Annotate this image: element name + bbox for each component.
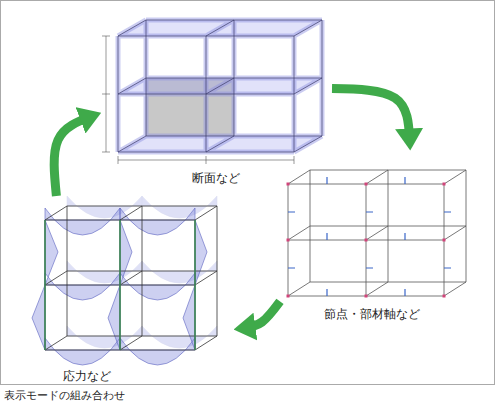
label-group: 節点・部材軸など (324, 306, 420, 322)
cycle-arrow (54, 116, 92, 196)
frame-line (288, 170, 466, 296)
illustration-panel: 節点・部材軸など (280, 150, 470, 322)
cycle-arrow (332, 89, 410, 141)
column-line (45, 220, 195, 350)
illustration-panel: 断面など (100, 18, 332, 186)
member-axis-mark (288, 177, 451, 296)
mode-label: 応力など (63, 368, 111, 384)
frame-line (45, 206, 217, 350)
illustration-panel: 応力など (12, 196, 234, 384)
label-group: 応力など (63, 368, 111, 384)
label-group: 断面など (192, 170, 240, 186)
member-section (118, 20, 322, 152)
node-mark (287, 183, 446, 298)
mode-label: 節点・部材軸など (324, 306, 420, 322)
frame-line (118, 20, 322, 152)
frame-border (1, 1, 495, 385)
mode-label: 断面など (192, 170, 240, 186)
dimension-line (102, 36, 294, 164)
cycle-arrow (243, 301, 280, 328)
figure-caption: 表示モードの組み合わせ (4, 389, 125, 403)
floor-slab (118, 20, 322, 152)
